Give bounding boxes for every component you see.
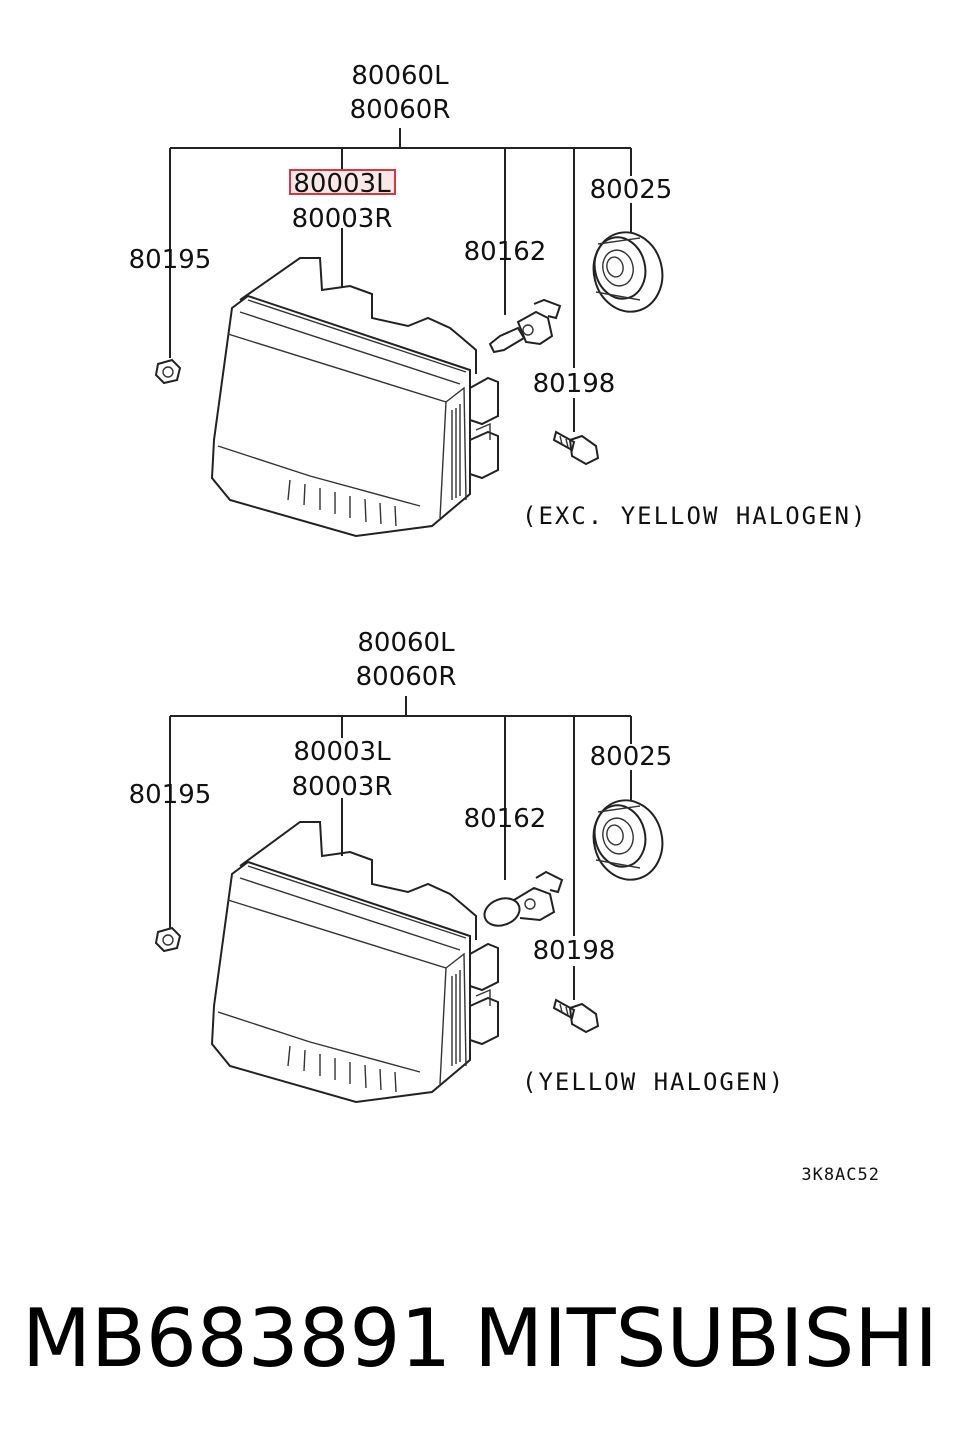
label-bolt[interactable]: 80198 <box>533 369 616 399</box>
note-bottom: (YELLOW HALOGEN) <box>522 1068 785 1096</box>
label-bulb[interactable]: 80162 <box>464 804 547 834</box>
brand-name: MITSUBISHI <box>474 1292 938 1385</box>
bulb-icon <box>483 870 564 927</box>
label-assembly-r[interactable]: 80060R <box>350 95 451 125</box>
label-bulb[interactable]: 80162 <box>464 237 547 267</box>
label-assembly-l[interactable]: 80060L <box>357 628 455 658</box>
socket-cover-icon <box>592 799 664 881</box>
leader-lines <box>169 128 632 432</box>
highlight-box <box>289 169 396 195</box>
label-nut[interactable]: 80195 <box>129 245 212 275</box>
label-headlamp-l[interactable]: 80003L <box>293 737 391 767</box>
diagram-bottom: 80060L 80060R 80003L 80003R 80195 80162 … <box>129 628 785 1104</box>
leader-lines <box>169 696 632 1000</box>
label-headlamp-r[interactable]: 80003R <box>292 204 393 234</box>
diagram-top: 80060L 80060R 80003L 80003R 80195 80162 … <box>129 61 867 538</box>
label-socket-cover[interactable]: 80025 <box>590 742 673 772</box>
socket-cover-icon <box>592 231 664 313</box>
bulb-icon <box>488 298 562 354</box>
nut-icon <box>154 358 182 385</box>
label-headlamp-r[interactable]: 80003R <box>292 772 393 802</box>
label-nut[interactable]: 80195 <box>129 780 212 810</box>
figure-code: 3K8AC52 <box>801 1165 880 1185</box>
headlamp-icon <box>210 821 499 1104</box>
nut-icon <box>154 926 182 953</box>
label-bolt[interactable]: 80198 <box>533 936 616 966</box>
bolt-icon <box>552 998 600 1034</box>
headlamp-icon <box>210 257 499 538</box>
bolt-icon <box>552 430 600 466</box>
label-socket-cover[interactable]: 80025 <box>590 175 673 205</box>
note-top: (EXC. YELLOW HALOGEN) <box>522 502 867 530</box>
label-assembly-l[interactable]: 80060L <box>351 61 449 91</box>
label-headlamp-l[interactable]: 80003L <box>293 169 391 199</box>
label-assembly-r[interactable]: 80060R <box>356 662 457 692</box>
part-number: MB683891 <box>22 1292 451 1385</box>
